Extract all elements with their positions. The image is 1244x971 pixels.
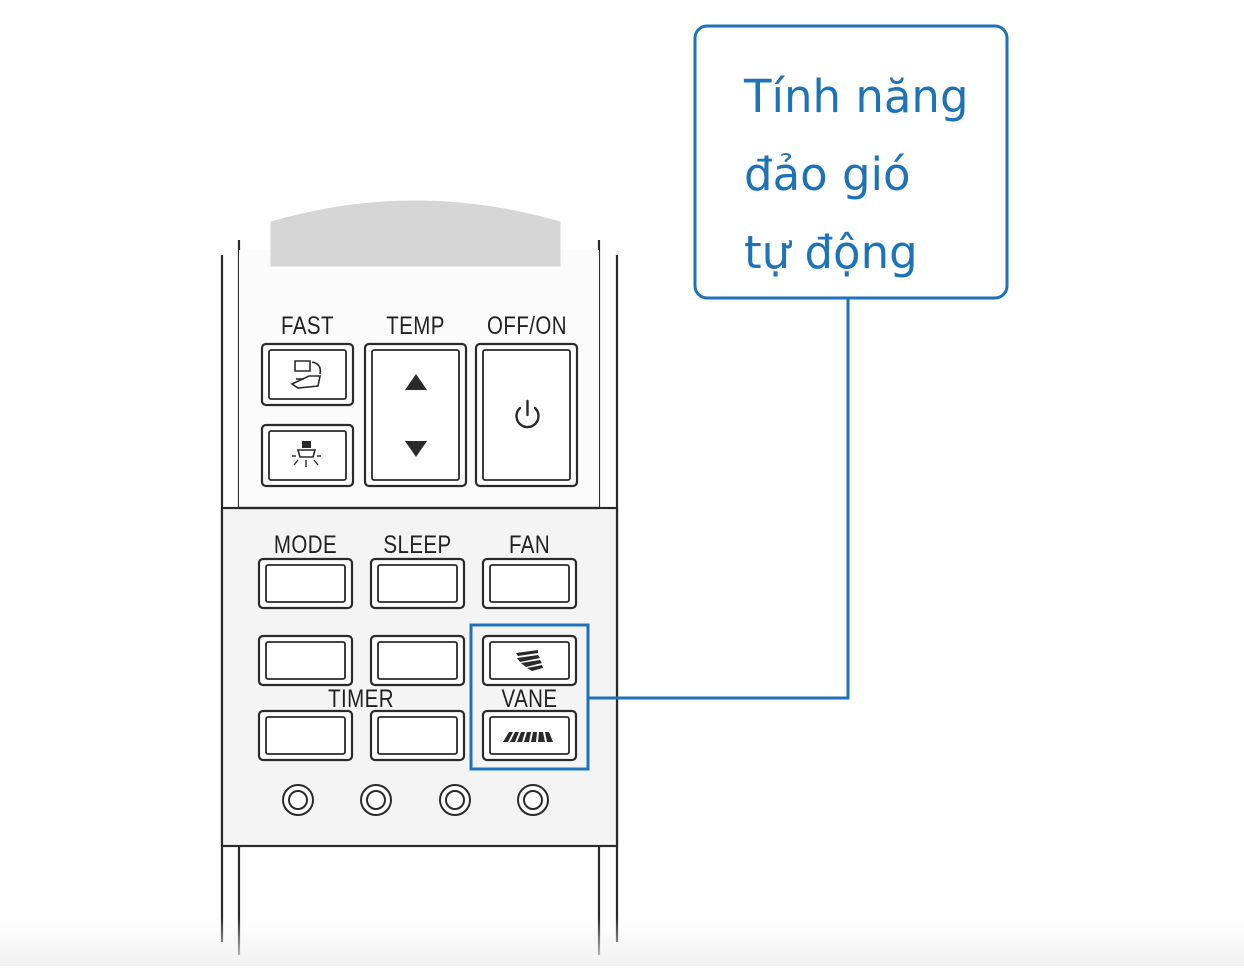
- vane-swing-icon: [516, 650, 543, 671]
- sleep-button[interactable]: [369, 557, 466, 610]
- triangle-up-icon[interactable]: [405, 374, 427, 390]
- fast-cool-icon: [290, 360, 322, 389]
- timer-off-button[interactable]: [369, 634, 466, 687]
- timer-down-button[interactable]: [369, 709, 466, 762]
- mode-label: MODE: [273, 531, 338, 559]
- vane-wide-icon: [503, 732, 553, 742]
- timer-label: TIMER: [328, 685, 394, 713]
- triangle-down-icon[interactable]: [405, 441, 427, 457]
- lamp-icon: [292, 441, 321, 467]
- power-icon: [515, 399, 540, 429]
- timer-up-button[interactable]: [257, 709, 354, 762]
- temp-label: TEMP: [386, 312, 445, 340]
- callout-line-2: đảo gió: [744, 148, 911, 201]
- off-on-label: OFF/ON: [487, 312, 567, 340]
- mode-button[interactable]: [257, 557, 354, 610]
- vane-swing-button[interactable]: [481, 634, 578, 687]
- callout-line-1: Tính năng: [744, 70, 969, 123]
- display-window: [270, 200, 561, 267]
- temp-button[interactable]: [363, 342, 468, 488]
- bottom-fade: [0, 918, 1244, 966]
- fan-button[interactable]: [481, 557, 578, 610]
- round-button[interactable]: [439, 784, 471, 816]
- callout-text: Tính năng đảo gió tự động: [744, 58, 994, 292]
- callout-connector: [588, 298, 850, 700]
- callout-line-3: tự động: [744, 226, 918, 279]
- round-button[interactable]: [360, 784, 392, 816]
- round-button[interactable]: [517, 784, 549, 816]
- vane-label: VANE: [501, 685, 558, 713]
- sleep-label: SLEEP: [383, 531, 452, 559]
- fast-label: FAST: [281, 312, 334, 340]
- fast-button[interactable]: [260, 342, 355, 407]
- timer-on-button[interactable]: [257, 634, 354, 687]
- fan-label: FAN: [508, 531, 551, 559]
- callout-box: [693, 24, 1009, 300]
- round-button[interactable]: [282, 784, 314, 816]
